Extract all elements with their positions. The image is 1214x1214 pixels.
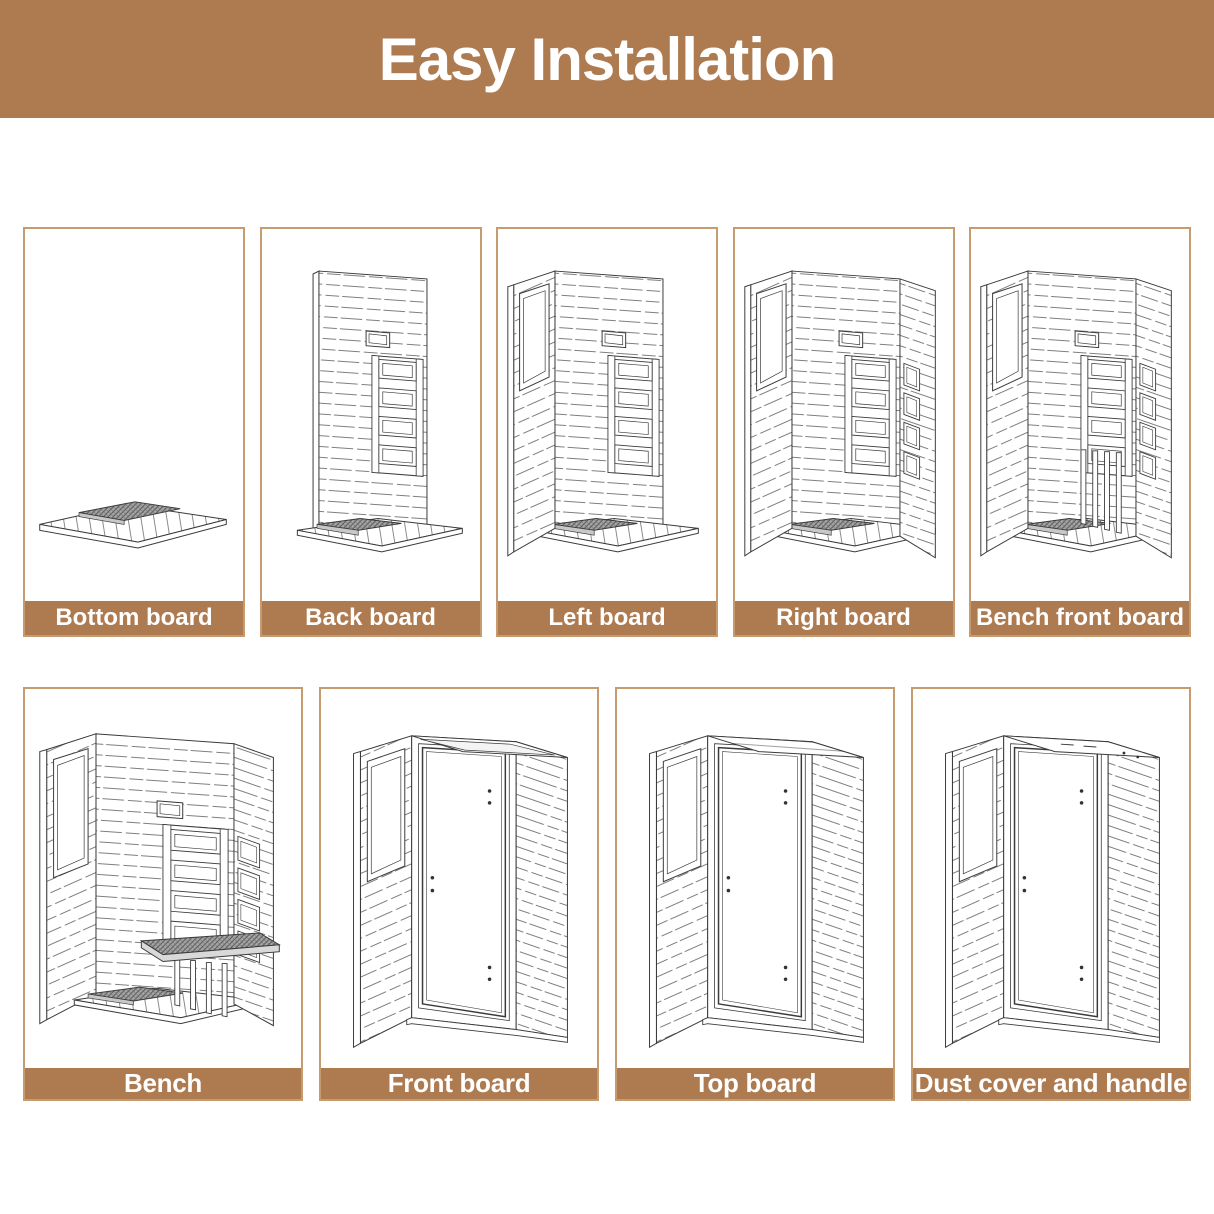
- step-label: Right board: [734, 601, 953, 635]
- front-board-drawing: [321, 689, 597, 1068]
- bottom-board-line-art: [39, 501, 227, 549]
- back-board-line-art: [296, 270, 463, 553]
- step-panel-back-board: Back board: [259, 227, 482, 637]
- step-panel-front-board: Front board: [319, 687, 599, 1101]
- step-label: Dust cover and handle: [913, 1068, 1189, 1099]
- easy-installation-infographic: Easy Installation Bottom board Back boar…: [0, 0, 1214, 1101]
- front-board-line-art: [352, 735, 569, 1049]
- bench-front-board-drawing: [971, 229, 1189, 601]
- step-panel-right-board: Right board: [732, 227, 955, 637]
- step-label: Front board: [321, 1068, 597, 1099]
- top-board-line-art: [648, 735, 865, 1049]
- steps-row-1: Bottom board Back board Left board: [23, 227, 1191, 637]
- content: Bottom board Back board Left board: [0, 227, 1214, 1101]
- right-board-drawing: [735, 229, 953, 601]
- bench-line-art: [39, 733, 280, 1027]
- page-title: Easy Installation: [378, 25, 836, 93]
- right-board-line-art: [743, 270, 936, 559]
- header-banner: Easy Installation: [0, 0, 1214, 118]
- left-board-drawing: [498, 229, 716, 601]
- step-panel-dust-cover-and-handle: Dust cover and handle: [911, 687, 1191, 1101]
- step-label: Bench: [25, 1068, 301, 1099]
- step-label: Bottom board: [25, 601, 243, 635]
- bench-front-board-line-art: [980, 270, 1172, 559]
- left-board-line-art: [507, 270, 699, 557]
- step-panel-left-board: Left board: [496, 227, 718, 637]
- step-panel-top-board: Top board: [615, 687, 895, 1101]
- bottom-board-drawing: [25, 229, 243, 601]
- back-board-drawing: [262, 229, 480, 601]
- bench-drawing: [25, 689, 301, 1068]
- step-label: Bench front board: [971, 601, 1189, 635]
- top-board-drawing: [617, 689, 893, 1068]
- step-panel-bench-front-board: Bench front board: [969, 227, 1191, 637]
- step-label: Left board: [498, 601, 716, 635]
- step-label: Top board: [617, 1068, 893, 1099]
- dust-cover-and-handle-line-art: [944, 735, 1161, 1049]
- steps-row-2: Bench Front board Top board: [23, 687, 1191, 1101]
- step-panel-bench: Bench: [23, 687, 303, 1101]
- dust-cover-and-handle-drawing: [913, 689, 1189, 1068]
- step-panel-bottom-board: Bottom board: [23, 227, 245, 637]
- step-label: Back board: [261, 601, 480, 635]
